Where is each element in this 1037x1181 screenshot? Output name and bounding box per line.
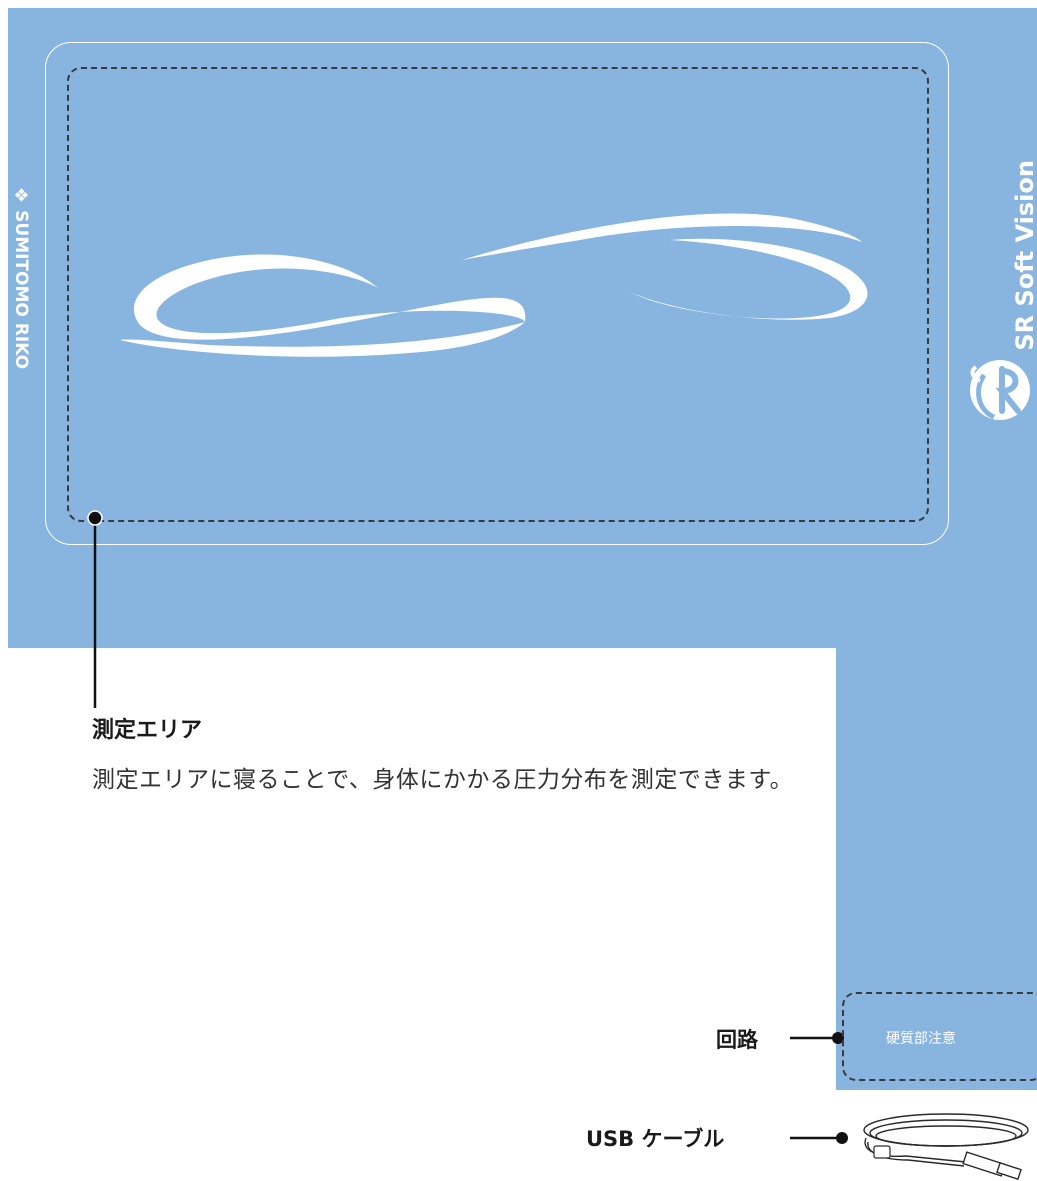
- measurement-area-description: 測定エリアに寝ることで、身体にかかる圧力分布を測定できます。: [92, 767, 794, 793]
- sumitomo-riko-brand: ❖ SUMITOMO RIKO: [11, 185, 32, 370]
- circuit-label: 回路: [716, 1028, 758, 1052]
- sensor-mat-side: [836, 640, 1037, 1090]
- usb-leader: [790, 1132, 848, 1144]
- product-name: SR Soft Vision: [1011, 160, 1037, 351]
- usb-cable-label: USB ケーブル: [586, 1127, 725, 1151]
- mat-frame: [45, 42, 949, 545]
- sr-soft-vision-logo-icon: [970, 360, 1030, 420]
- measurement-area-outline: [67, 67, 929, 522]
- circuit-zone-outline: [842, 992, 1037, 1081]
- sumitomo-logo-icon: ❖: [13, 185, 30, 207]
- circuit-hard-part-note: 硬質部注意: [886, 1031, 956, 1047]
- usb-cable-icon: [863, 1113, 1029, 1180]
- company-name: SUMITOMO RIKO: [11, 210, 32, 370]
- sensor-mat: [8, 8, 1037, 648]
- measurement-area-title: 測定エリア: [92, 718, 203, 743]
- infinity-swoosh-graphic: [120, 213, 868, 357]
